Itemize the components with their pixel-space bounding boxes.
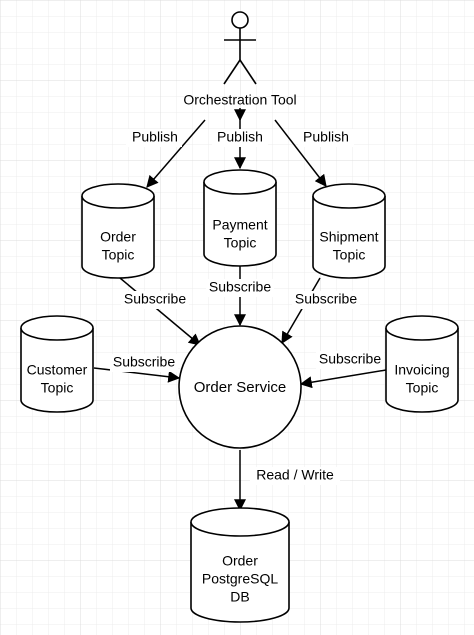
topic-label-line-1: Shipment xyxy=(319,229,378,245)
edge-label: Subscribe xyxy=(113,354,175,370)
cylinder-icon xyxy=(312,183,386,279)
edge-subscribe-shipment[interactable]: Subscribe xyxy=(281,277,360,345)
topic-label-line-2: Topic xyxy=(333,247,366,263)
topic-label-line-2: Topic xyxy=(406,380,439,396)
topic-label-line-1: Order xyxy=(100,229,136,245)
edge-label: Subscribe xyxy=(319,351,381,367)
cylinder-icon xyxy=(203,169,277,267)
db-label-line-1: Order xyxy=(222,553,258,569)
edge-subscribe-customer[interactable]: Subscribe xyxy=(93,354,181,383)
customer-topic[interactable]: Customer Topic xyxy=(20,315,94,413)
db-label-line-2: PostgreSQL xyxy=(202,571,278,587)
edge-label: Publish xyxy=(217,129,263,145)
edge-publish-payment[interactable]: Publish xyxy=(212,108,268,170)
service-circle xyxy=(178,325,302,449)
cylinder-icon xyxy=(81,183,155,279)
edge-label: Publish xyxy=(303,129,349,145)
order-database[interactable]: Order PostgreSQL DB xyxy=(190,507,290,623)
shipment-topic[interactable]: Shipment Topic xyxy=(312,183,386,279)
edge-label: Read / Write xyxy=(256,467,334,483)
db-label-line-3: DB xyxy=(230,589,249,605)
topic-label-line-1: Invoicing xyxy=(394,362,449,378)
edge-read-write[interactable]: Read / Write xyxy=(234,450,340,512)
edge-label: Subscribe xyxy=(209,279,271,295)
edge-label: Publish xyxy=(132,129,178,145)
cylinder-icon xyxy=(385,315,459,413)
actor-name: Orchestration Tool xyxy=(183,92,296,108)
topic-label-line-1: Customer xyxy=(27,362,88,378)
payment-topic[interactable]: Payment Topic xyxy=(203,169,277,267)
edge-publish-order[interactable]: Publish xyxy=(126,119,206,188)
order-service[interactable]: Order Service xyxy=(178,325,302,449)
edge-label: Subscribe xyxy=(124,291,186,307)
database-icon xyxy=(190,507,290,623)
topic-label-line-2: Topic xyxy=(41,380,74,396)
order-topic[interactable]: Order Topic xyxy=(81,183,155,279)
edge-subscribe-invoicing[interactable]: Subscribe xyxy=(299,351,387,389)
topic-label-line-2: Topic xyxy=(102,247,135,263)
topic-label-line-2: Topic xyxy=(224,235,257,251)
topic-label-line-1: Payment xyxy=(212,217,267,233)
orchestration-actor[interactable]: Orchestration Tool xyxy=(183,11,297,108)
edge-subscribe-payment[interactable]: Subscribe xyxy=(206,266,274,327)
edge-subscribe-order[interactable]: Subscribe xyxy=(119,277,201,346)
invoicing-topic[interactable]: Invoicing Topic xyxy=(385,315,459,413)
service-label: Order Service xyxy=(194,379,287,396)
edge-publish-shipment[interactable]: Publish xyxy=(274,119,354,187)
cylinder-icon xyxy=(20,315,94,413)
edge-label: Subscribe xyxy=(295,291,357,307)
stick-figure-icon xyxy=(223,11,257,85)
